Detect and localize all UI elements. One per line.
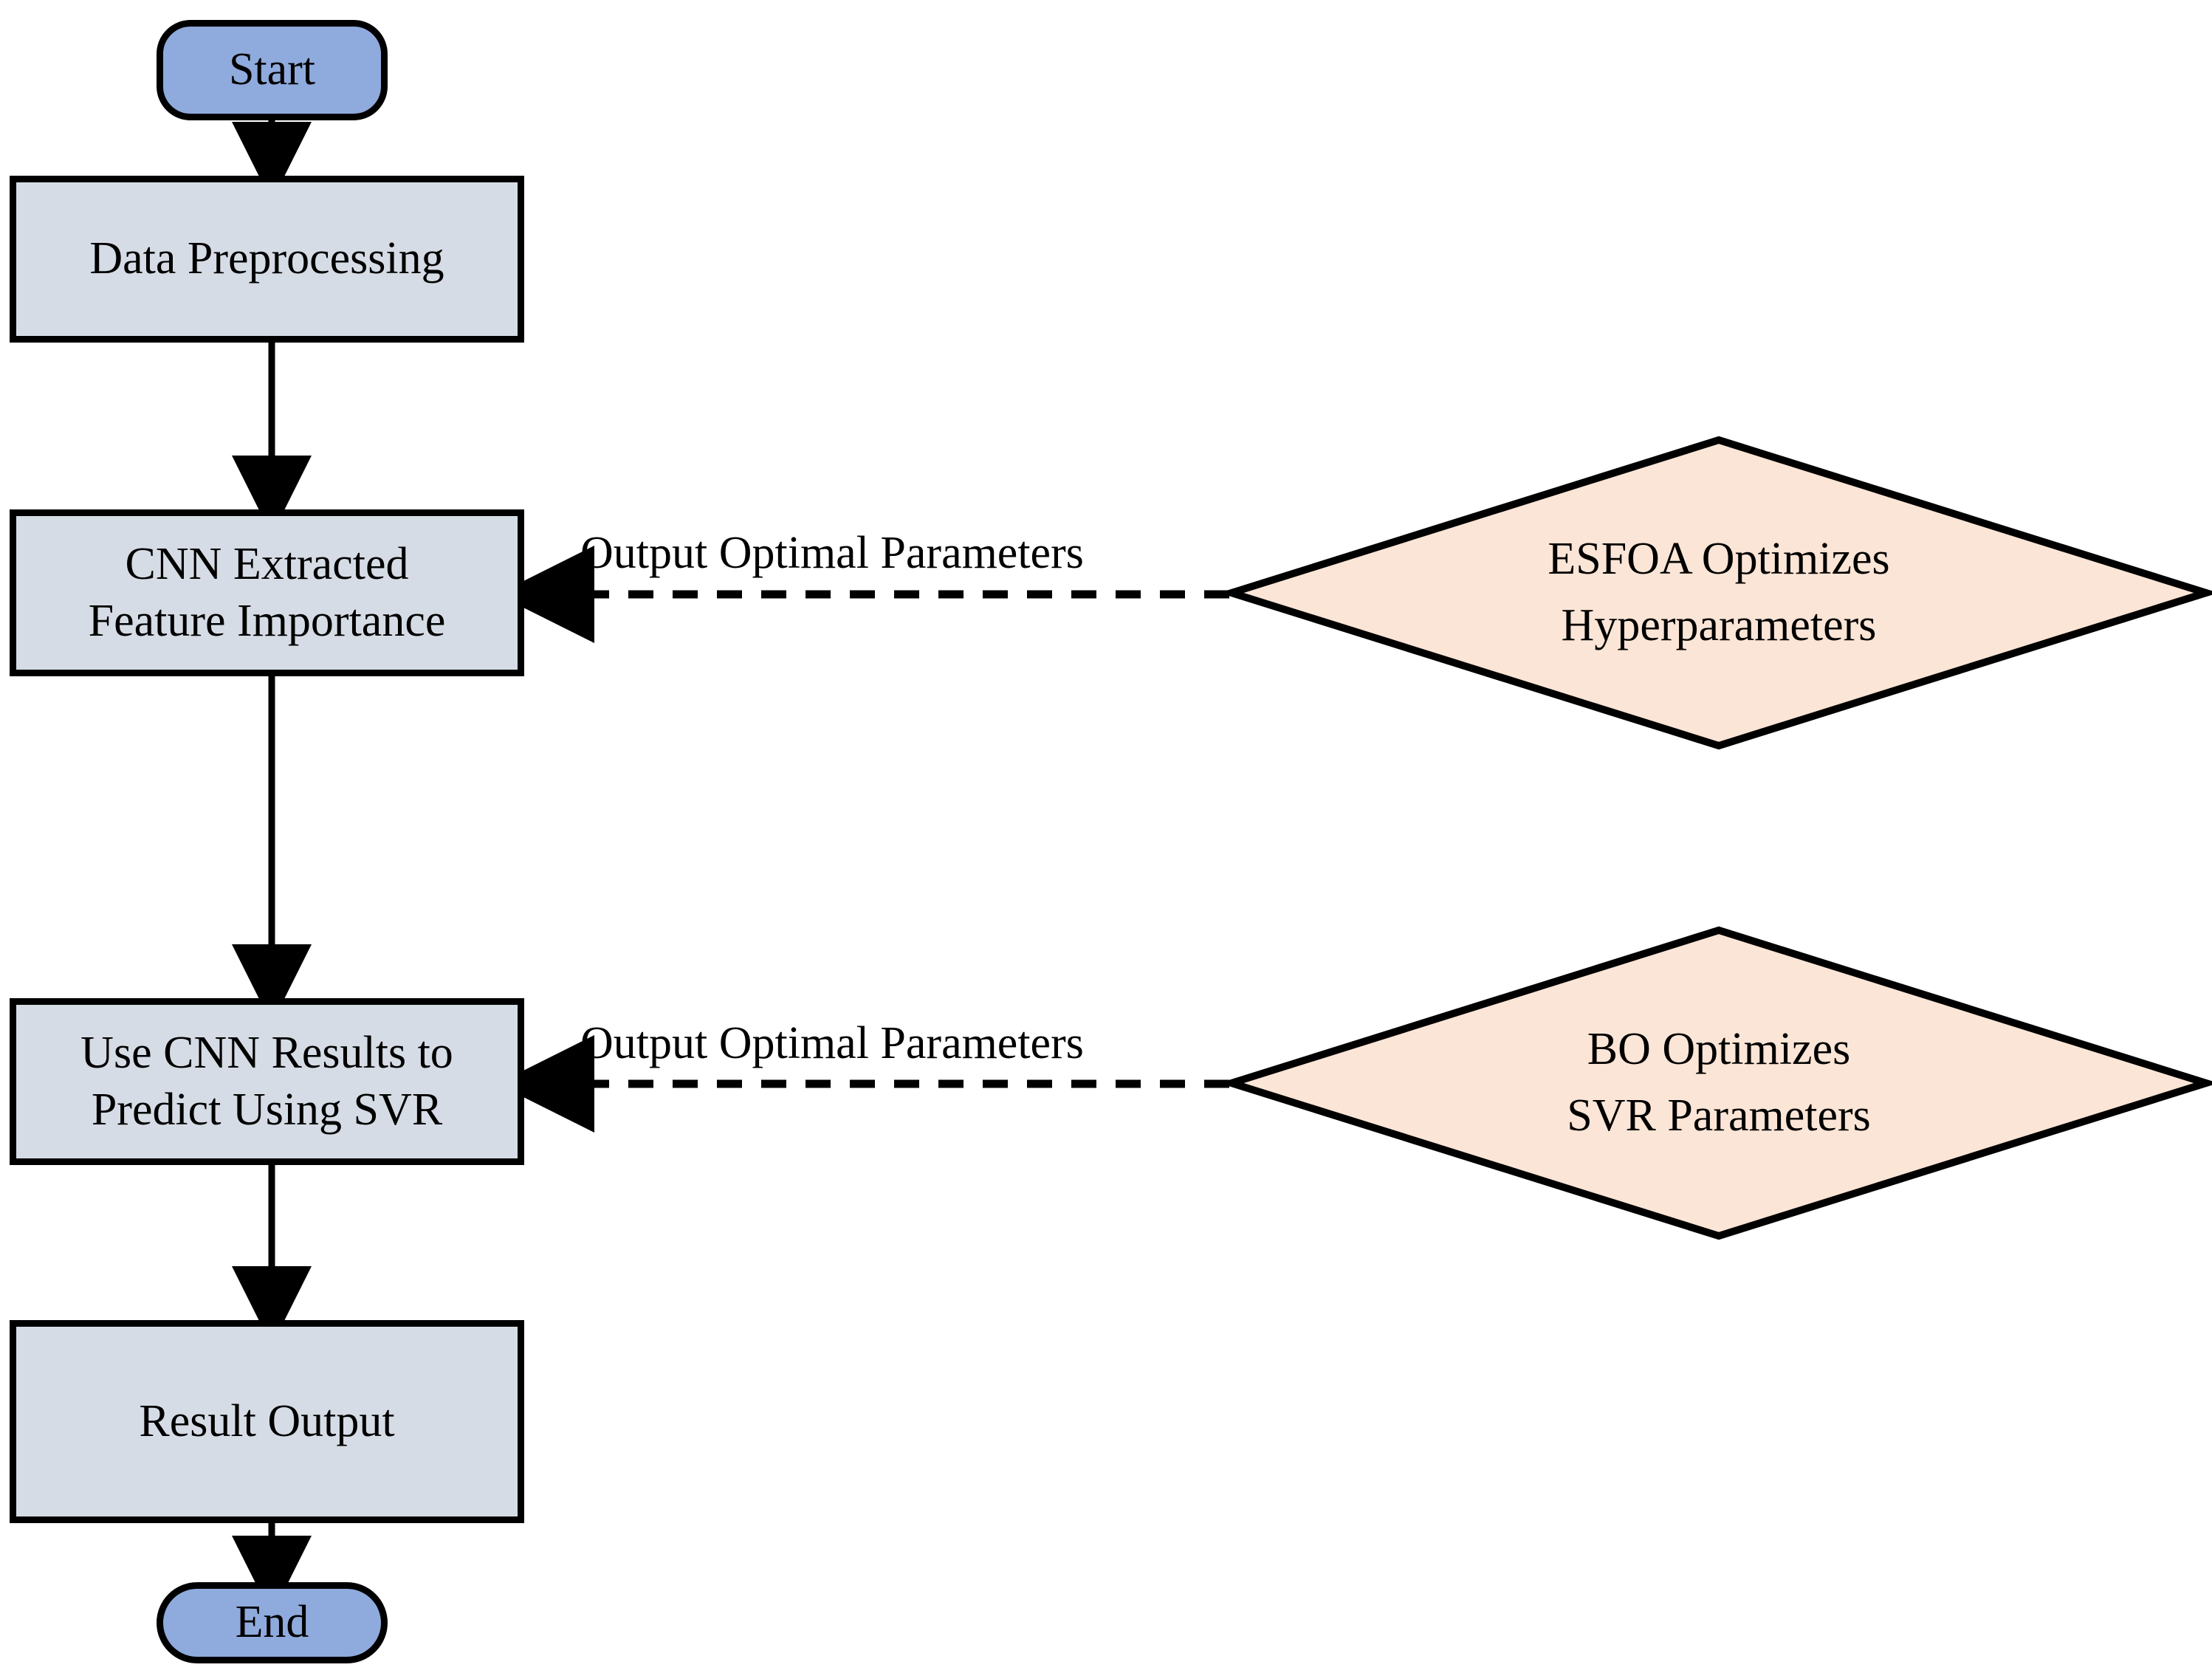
node-cnn-feature-importance[interactable]: CNN Extracted Feature Importance [10, 509, 524, 676]
node-data-preprocessing[interactable]: Data Preprocessing [10, 176, 524, 343]
node-cnn-feature-importance-label: CNN Extracted Feature Importance [83, 536, 452, 650]
node-start[interactable]: Start [157, 20, 388, 120]
node-svr-line-2: Predict Using SVR [91, 1085, 443, 1135]
edge-label-esfoa-output-optimal-parameters: Output Optimal Parameters [580, 528, 1084, 578]
node-end-label: End [235, 1597, 309, 1648]
node-esfoa-decision[interactable]: ESFOA Optimizes Hyperparameters [1226, 434, 2212, 752]
node-svr-line-1: Use CNN Results to [80, 1027, 453, 1078]
node-cnn-line-1: CNN Extracted [125, 538, 409, 589]
esfoa-diamond-shape [1226, 436, 2212, 750]
node-end[interactable]: End [157, 1582, 388, 1663]
node-start-label: Start [228, 44, 316, 95]
node-data-preprocessing-label: Data Preprocessing [89, 233, 444, 284]
node-cnn-line-2: Feature Importance [88, 596, 446, 646]
edge-label-bo-output-optimal-parameters: Output Optimal Parameters [580, 1018, 1084, 1068]
node-result-output-label: Result Output [139, 1395, 395, 1446]
bo-diamond-shape [1226, 926, 2212, 1240]
node-result-output[interactable]: Result Output [10, 1320, 524, 1523]
node-svr-predict-label: Use CNN Results to Predict Using SVR [75, 1025, 459, 1139]
node-bo-decision[interactable]: BO Optimizes SVR Parameters [1226, 924, 2212, 1242]
node-svr-predict[interactable]: Use CNN Results to Predict Using SVR [10, 998, 524, 1165]
